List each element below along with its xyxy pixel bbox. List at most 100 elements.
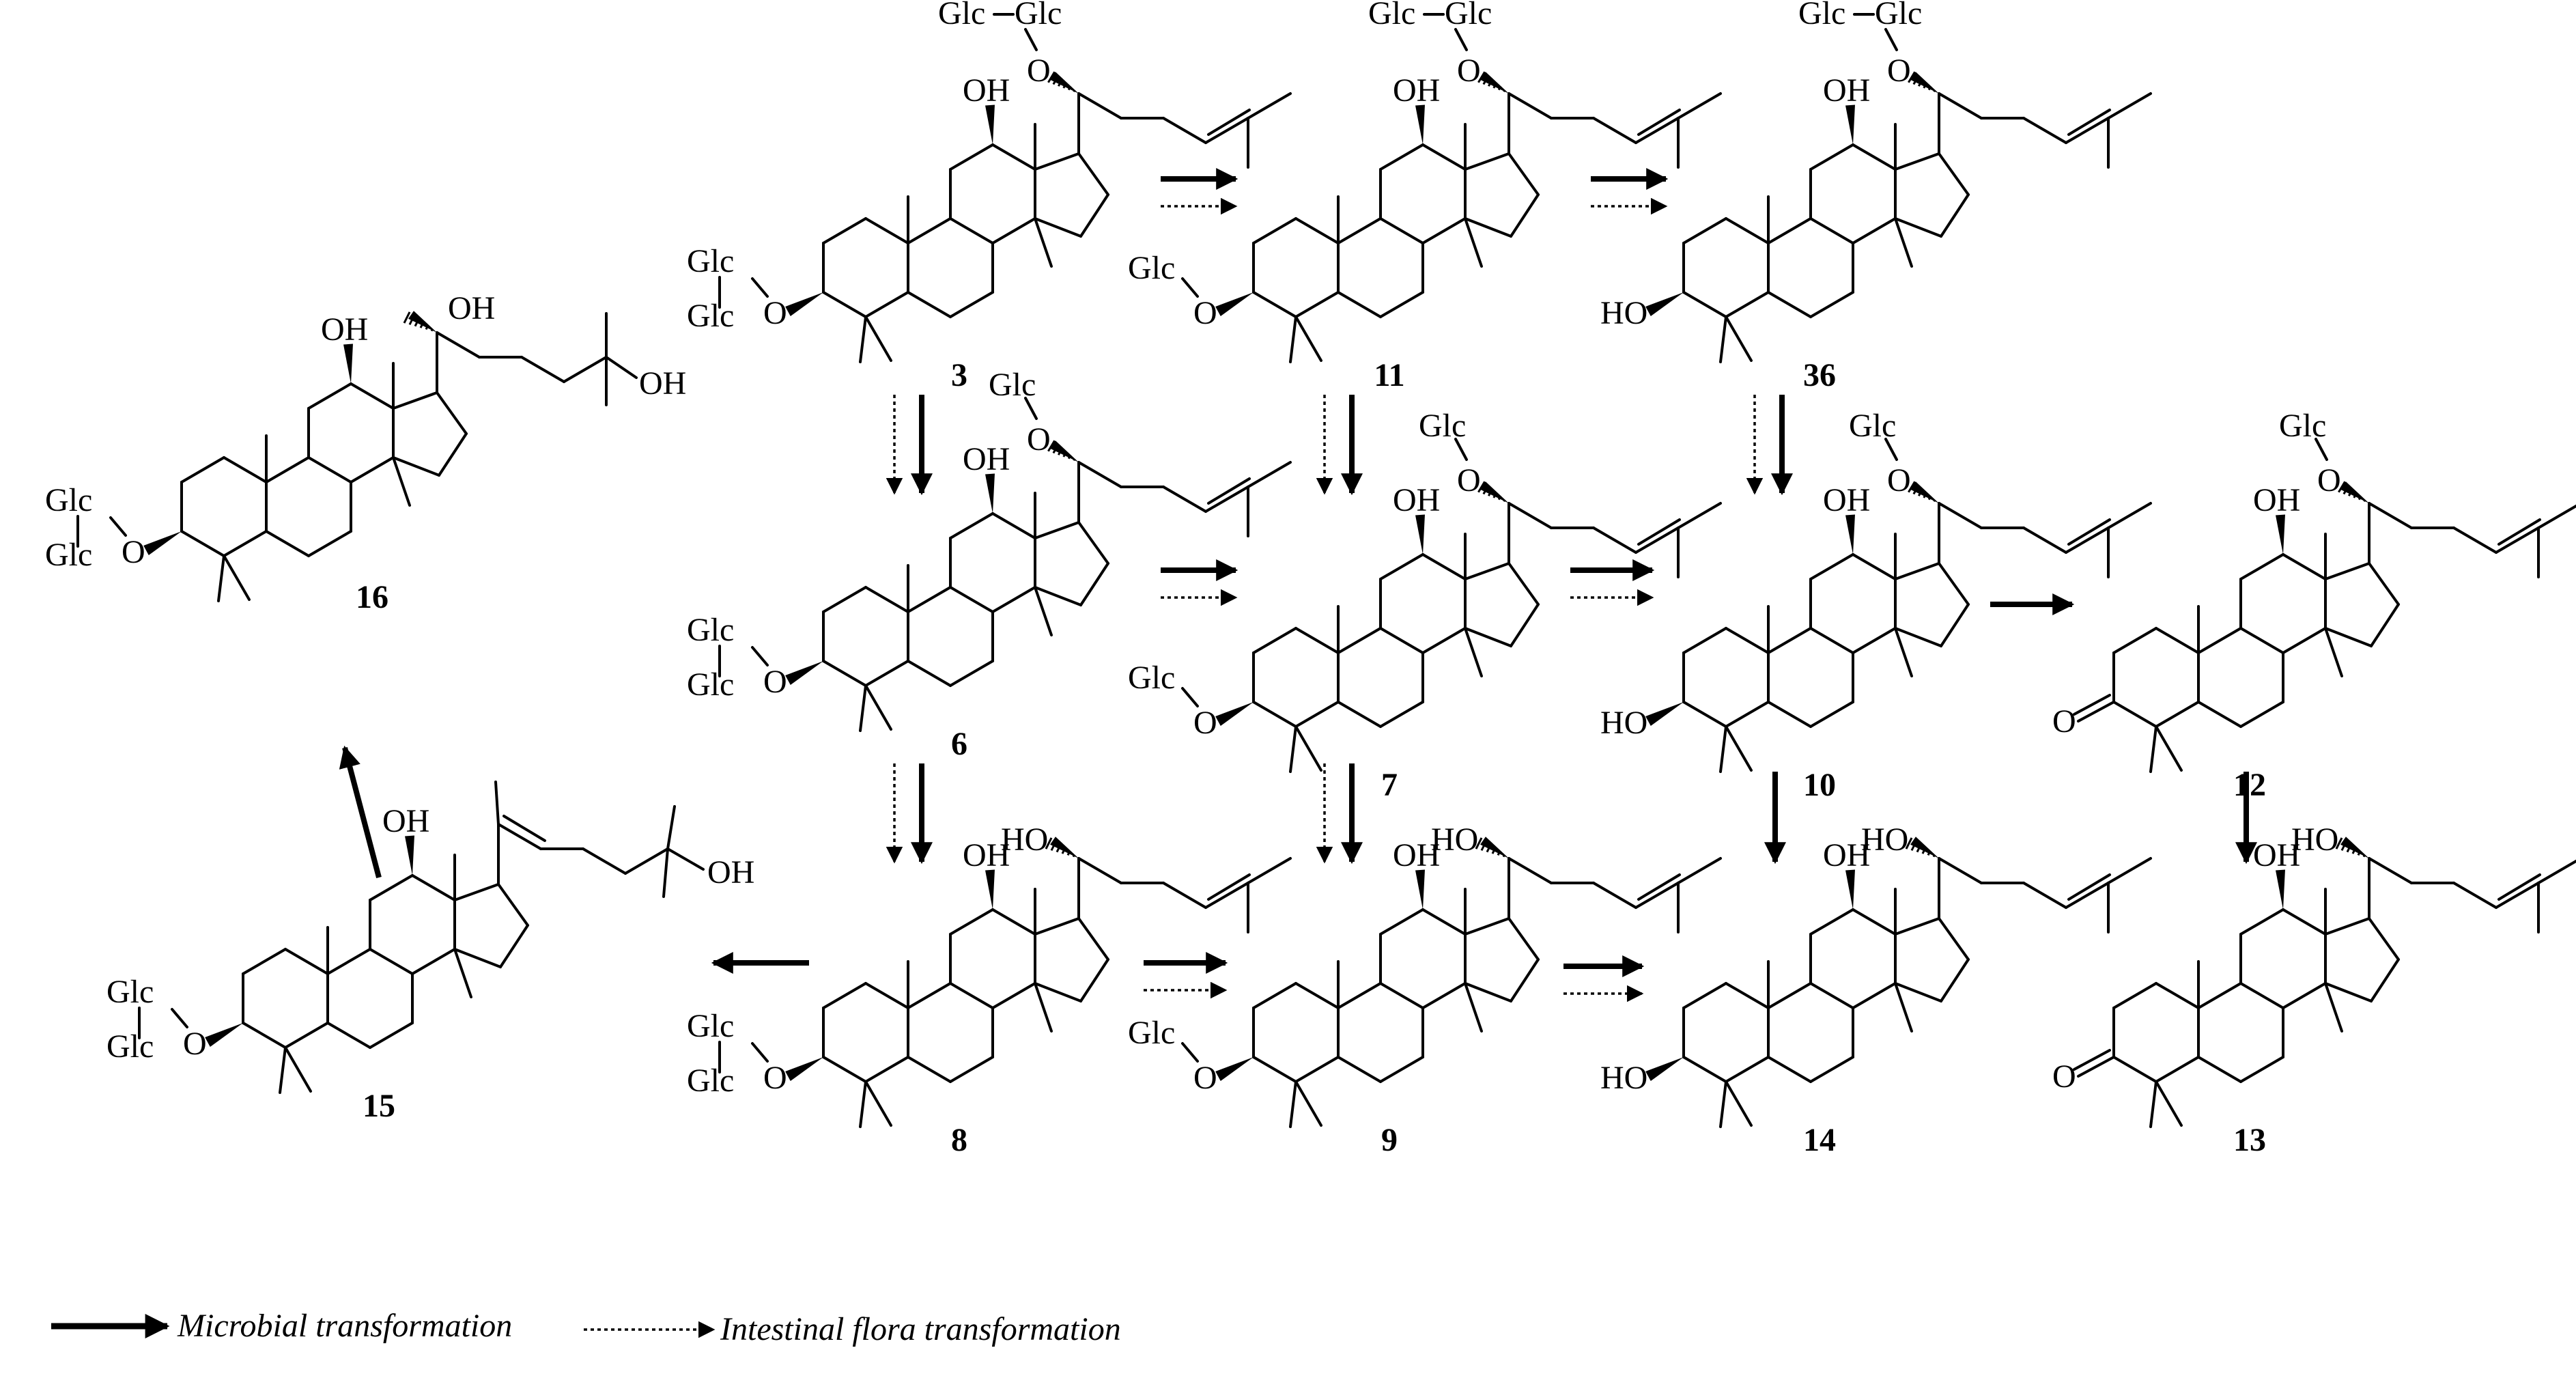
c20-oxygen-hash-stroke (1487, 488, 1494, 496)
bond-C10-C1 (1725, 982, 1770, 1009)
c12-hydroxyl-label: OH (963, 72, 1010, 109)
bond-C9-C10 (265, 456, 310, 483)
c20-oxygen-hash-stroke (1057, 79, 1064, 87)
bond-C14-C30 (1894, 217, 1913, 268)
bond-C17-C13 (1894, 562, 1940, 580)
c3-oxygen-wedge (1215, 292, 1254, 317)
bond-C4-C5 (1294, 701, 1340, 728)
c25-c26-bond (2107, 502, 2152, 529)
c24-c25-double-bond (2065, 117, 2110, 144)
bond-C1-C2 (1682, 627, 1727, 654)
bond-C14-C15 (1464, 982, 1512, 1002)
c20-glycosidic-bond (1454, 438, 1468, 461)
bond-C1-C2 (2112, 982, 2157, 1009)
c12-hydroxyl-label: OH (1823, 482, 1870, 518)
bond-C6-C7 (1379, 701, 1424, 728)
c24-c25-double-bond-2 (1637, 109, 1681, 136)
bond-C4-C29 (223, 554, 251, 601)
c3-oxygen-wedge (1645, 292, 1684, 317)
c20-c22-double-bond (497, 823, 542, 850)
c24-c25-bond (563, 356, 608, 383)
c20-hydroxyl-hash (2335, 837, 2366, 858)
bond-C9-C10 (1337, 627, 1382, 654)
bond-C15-C16 (2370, 958, 2400, 1002)
compound-number-10: 10 (1803, 767, 1836, 803)
bond-C14-C8 (1421, 627, 1467, 654)
c12-hydroxyl-wedge (985, 104, 995, 145)
bond-C4-C5 (1294, 1056, 1340, 1083)
c3-oxygen-wedge (785, 661, 823, 686)
c20-oxygen-hash (1908, 71, 1936, 93)
bond-C9-C10 (1337, 217, 1382, 244)
bond-C15-C16 (1940, 958, 1970, 1002)
c20-c22-bond (1077, 857, 1122, 884)
c3-hydroxyl-label: HO (1600, 705, 1647, 741)
c20-hydroxyl-hash-stroke (2351, 847, 2357, 854)
bond-C12-C13 (991, 143, 1036, 171)
bond-C3-C4 (1682, 1056, 1727, 1083)
bond-C4-C29 (1725, 725, 1753, 772)
c20-oxygen-hash-stroke (1073, 89, 1076, 93)
bond-C6-C7 (949, 660, 994, 687)
c3-glycosidic-bond (751, 277, 769, 298)
bond-C3-C4 (2112, 1056, 2157, 1083)
bond-C3-C4 (1252, 291, 1297, 318)
c20-hydroxyl-hash-stroke (1066, 851, 1071, 856)
bond-C4-C29 (1294, 315, 1322, 362)
c3-oxygen-wedge (1215, 702, 1254, 727)
c24-c25-double-bond (1204, 882, 1249, 909)
c20-hydroxyl-hash-stroke (419, 322, 425, 328)
bond-C8-C9 (307, 456, 352, 483)
c3-carbonyl-bond (2077, 1056, 2115, 1078)
bond-C4-C28 (859, 1080, 867, 1128)
bond-C14-C8 (1421, 982, 1467, 1009)
c20-oxygen-label: O (1457, 53, 1481, 89)
bond-C11-C12 (2239, 553, 2284, 580)
c20-oxygen-hash-stroke (1073, 458, 1076, 462)
legend: Microbial transformation Intestinal flor… (51, 1308, 1121, 1347)
c20-oxygen-hash-stroke (1492, 82, 1498, 89)
c3-glucose-label: Glc (1128, 1015, 1175, 1051)
c23-c24-bond (1592, 882, 1637, 909)
bond-C3-C4 (180, 530, 225, 557)
c24-c25-double-bond (1634, 526, 1680, 554)
c20-c22-bond (436, 331, 481, 359)
c20-hydroxyl-label: HO (1001, 822, 1048, 858)
c25-c26-bond (1247, 92, 1292, 120)
bond-C11-C12 (307, 382, 352, 410)
c20-oxygen-hash-stroke (1497, 495, 1502, 501)
c3-oxygen-wedge (785, 1057, 823, 1082)
bond-C10-C1 (2155, 627, 2200, 654)
c23-c24-bond (1162, 486, 1207, 513)
bond-C4-C5 (223, 530, 268, 557)
bond-C11-C12 (949, 143, 994, 171)
bond-C4-C5 (864, 1056, 909, 1083)
c20-hydroxyl-hash-stroke (430, 328, 434, 332)
bond-C10-C1 (864, 217, 909, 244)
c3-glucose-outer-label: Glc (45, 537, 92, 573)
c20-oxygen-hash-stroke (1923, 82, 1928, 89)
c20-glucose-inner-label: Glc (1445, 0, 1492, 31)
bond-C8-C9 (1809, 217, 1854, 244)
bond-C15-C16 (1510, 958, 1540, 1002)
c20-hydroxyl-label: HO (2291, 822, 2338, 858)
bond-C4-C28 (1289, 725, 1297, 773)
bond-C14-C30 (1894, 982, 1913, 1033)
bond-C17-C13 (392, 391, 438, 410)
legend-microbial-label: Microbial transformation (177, 1308, 512, 1344)
bond-C14-C8 (1852, 217, 1897, 244)
c20-hydroxyl-hash-stroke (414, 318, 420, 327)
bond-C16-C17 (1938, 562, 1970, 606)
c3-hydroxyl-label: HO (1600, 295, 1647, 331)
bond-C14-C15 (392, 456, 440, 477)
bond-C14-C8 (991, 217, 1036, 244)
compound-number-13: 13 (2233, 1122, 2266, 1158)
c3-glycosidic-bond (1181, 277, 1199, 298)
bond-C14-C30 (1464, 982, 1483, 1033)
c3-oxygen-label: O (1193, 705, 1217, 741)
